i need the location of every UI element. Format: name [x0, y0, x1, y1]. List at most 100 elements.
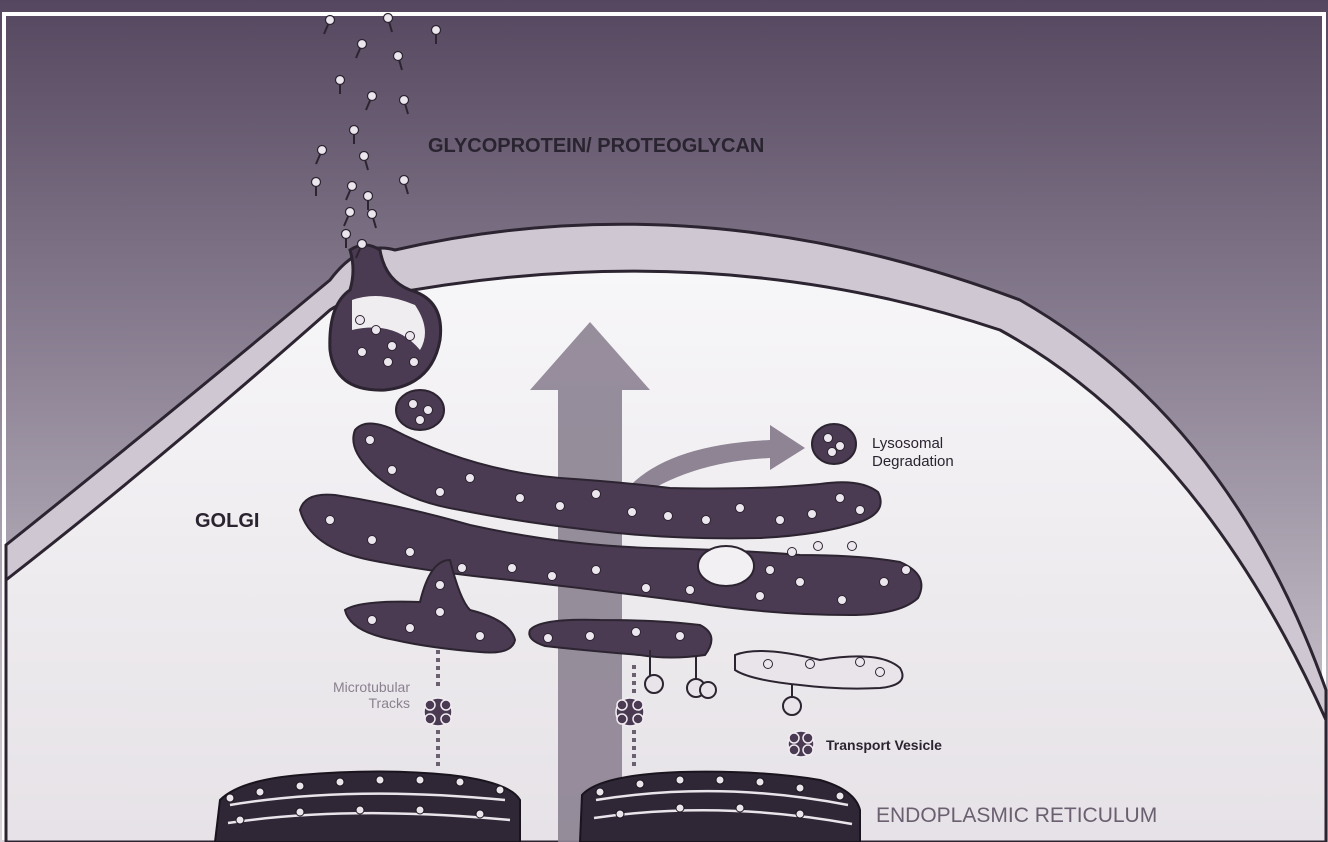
ribosome-dot	[596, 788, 604, 796]
cargo-dot	[828, 448, 837, 457]
cargo-dot	[766, 566, 775, 575]
cargo-dot	[764, 660, 773, 669]
cargo-dot	[686, 586, 695, 595]
cargo-dot	[476, 632, 485, 641]
cargo-dot	[586, 632, 595, 641]
cargo-dot	[632, 628, 641, 637]
ribosome-dot	[336, 778, 344, 786]
cargo-dot	[436, 581, 445, 590]
glycoprotein-icon	[326, 16, 335, 25]
glycoprotein-icon	[400, 96, 409, 105]
ribosome-dot	[836, 792, 844, 800]
microtubular-label-line2: Tracks	[369, 695, 410, 711]
glycoprotein-icon	[432, 26, 441, 35]
glycoprotein-icon	[348, 182, 357, 191]
cargo-dot	[592, 490, 601, 499]
glycoprotein-icon	[358, 240, 367, 249]
ribosome-dot	[256, 788, 264, 796]
cargo-dot	[756, 592, 765, 601]
cargo-dot	[796, 578, 805, 587]
ribosome-dot	[476, 810, 484, 818]
endoplasmic-reticulum-label: ENDOPLASMIC RETICULUM	[876, 804, 1157, 827]
ribosome-dot	[226, 794, 234, 802]
cargo-dot	[372, 326, 381, 335]
lysosomal-label-line1: Lysosomal	[872, 435, 943, 452]
cargo-dot	[702, 516, 711, 525]
lysosome	[812, 424, 856, 464]
cargo-dot	[409, 400, 418, 409]
cargo-dot	[902, 566, 911, 575]
cargo-dot	[424, 406, 433, 415]
cargo-dot	[806, 660, 815, 669]
cargo-dot	[384, 358, 393, 367]
cargo-dot	[436, 608, 445, 617]
cargo-dot	[458, 564, 467, 573]
cargo-dot	[856, 658, 865, 667]
transport-vesicle-label: Transport Vesicle	[826, 737, 942, 753]
glycoprotein-label: GLYCOPROTEIN/ PROTEOGLYCAN	[428, 135, 764, 157]
ribosome-dot	[296, 782, 304, 790]
ribosome-dot	[376, 776, 384, 784]
golgi-label: GOLGI	[195, 510, 259, 532]
microtubular-label-line1: Microtubular	[333, 679, 410, 695]
ribosome-dot	[496, 786, 504, 794]
glycoprotein-icon	[342, 230, 351, 239]
ribosome-dot	[456, 778, 464, 786]
er-left-stack	[215, 772, 520, 842]
cargo-dot	[388, 466, 397, 475]
cargo-dot	[848, 542, 857, 551]
cargo-dot	[416, 416, 425, 425]
cargo-dot	[548, 572, 557, 581]
cargo-dot	[592, 566, 601, 575]
ribosome-dot	[236, 816, 244, 824]
cargo-dot	[876, 668, 885, 677]
ribosome-dot	[716, 776, 724, 784]
cargo-dot	[406, 332, 415, 341]
glycoprotein-icon	[358, 40, 367, 49]
cargo-dot	[856, 506, 865, 515]
cargo-dot	[368, 536, 377, 545]
glycoprotein-icon	[346, 208, 355, 217]
glycoprotein-icon	[368, 210, 377, 219]
glycoprotein-icon	[360, 152, 369, 161]
glycoprotein-icon	[312, 178, 321, 187]
ribosome-dot	[676, 776, 684, 784]
cargo-dot	[788, 548, 797, 557]
glycoprotein-icon	[368, 92, 377, 101]
cargo-dot	[776, 516, 785, 525]
cargo-dot	[628, 508, 637, 517]
ribosome-dot	[756, 778, 764, 786]
glycoprotein-icon	[400, 176, 409, 185]
cargo-dot	[676, 632, 685, 641]
cargo-dot	[814, 542, 823, 551]
cargo-dot	[516, 494, 525, 503]
cargo-dot	[406, 624, 415, 633]
glycoprotein-icon	[350, 126, 359, 135]
ribosome-dot	[616, 810, 624, 818]
ribosome-dot	[416, 776, 424, 784]
cargo-dot	[824, 434, 833, 443]
cargo-dot	[736, 504, 745, 513]
cargo-dot	[366, 436, 375, 445]
ribosome-dot	[676, 804, 684, 812]
cargo-dot	[808, 510, 817, 519]
lysosomal-label-line2: Degradation	[872, 453, 954, 470]
cargo-dot	[326, 516, 335, 525]
ribosome-dot	[796, 810, 804, 818]
cargo-dot	[388, 342, 397, 351]
ribosome-dot	[736, 804, 744, 812]
ribosome-dot	[796, 784, 804, 792]
cargo-dot	[836, 494, 845, 503]
cargo-dot	[436, 488, 445, 497]
glycoprotein-icon	[336, 76, 345, 85]
cargo-dot	[664, 512, 673, 521]
golgi-fenestration	[698, 546, 754, 586]
ribosome-dot	[296, 808, 304, 816]
ribosome-dot	[356, 806, 364, 814]
cargo-dot	[368, 616, 377, 625]
cargo-dot	[358, 348, 367, 357]
cargo-dot	[544, 634, 553, 643]
cargo-dot	[466, 474, 475, 483]
glycoprotein-icon	[364, 192, 373, 201]
